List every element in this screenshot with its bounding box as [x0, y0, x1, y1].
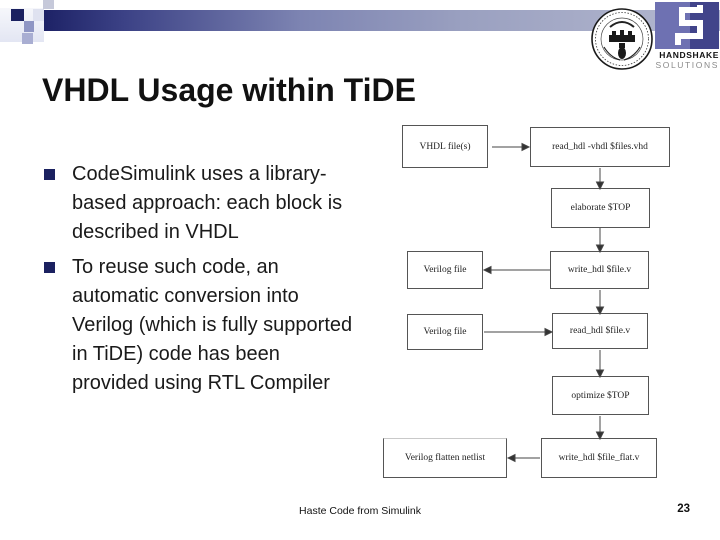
decoration-square — [33, 9, 44, 21]
solutions-logo-text: SOLUTIONS — [655, 60, 719, 70]
flow-box-verilog-file-1: Verilog file — [407, 251, 483, 289]
flow-box-verilog-flatten-netlist: Verilog flatten netlist — [383, 438, 507, 478]
bullet-text: CodeSimulink uses a library-based approa… — [72, 163, 343, 243]
handshake-logo-text: HANDSHAKE — [659, 50, 719, 60]
flow-box-vhdl-files: VHDL file(s) — [402, 125, 488, 168]
flow-box-write-hdl-flat: write_hdl $file_flat.v — [541, 438, 657, 478]
slide-title: VHDL Usage within TiDE — [42, 72, 416, 108]
flow-box-read-hdl-vhdl: read_hdl -vhdl $files.vhd — [530, 127, 670, 167]
page-number: 23 — [677, 503, 690, 515]
decoration-square — [22, 33, 33, 44]
decoration-square — [11, 9, 24, 21]
bullet-square-icon — [44, 262, 55, 273]
flow-box-verilog-file-2: Verilog file — [407, 314, 483, 350]
flow-box-read-hdl-file: read_hdl $file.v — [552, 313, 648, 349]
flow-box-elaborate-top: elaborate $TOP — [551, 188, 650, 228]
handshake-solutions-logo: HANDSHAKE SOLUTIONS — [655, 2, 719, 72]
bullet-text: To reuse such code, an automatic convers… — [72, 256, 353, 394]
handshake-logo-mark — [655, 2, 719, 49]
handshake-s-icon — [675, 5, 703, 45]
flow-box-write-hdl-file: write_hdl $file.v — [550, 251, 649, 289]
bullet-square-icon — [44, 169, 55, 180]
politecnico-torino-seal-logo — [591, 8, 653, 70]
footer-text: Haste Code from Simulink — [299, 505, 421, 517]
decoration-square — [43, 0, 54, 9]
bullet-item: To reuse such code, an automatic convers… — [44, 253, 354, 398]
bullet-list: CodeSimulink uses a library-based approa… — [44, 160, 354, 404]
bullet-item: CodeSimulink uses a library-based approa… — [44, 160, 354, 247]
decoration-square — [24, 21, 34, 32]
decoration-gradient-bar — [44, 10, 720, 31]
flow-box-optimize-top: optimize $TOP — [552, 376, 649, 415]
